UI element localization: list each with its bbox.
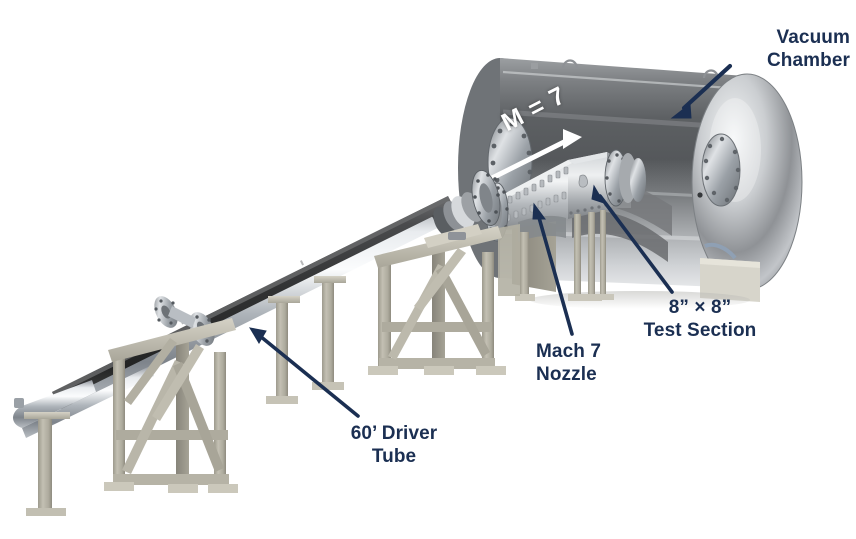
driver-tube-breech — [432, 170, 501, 237]
test-section — [568, 149, 646, 301]
callout-mach-7-nozzle: Mach 7 Nozzle — [536, 341, 602, 386]
chamber-fitting-top — [531, 63, 538, 69]
nozzle-legs — [498, 224, 535, 301]
stand-post-center-1 — [266, 296, 300, 404]
chamber-near-end-cap — [692, 74, 802, 290]
callout-arrows — [248, 63, 733, 418]
arrow-vacuum-chamber — [670, 63, 733, 119]
callout-vacuum-chamber: Vacuum Chamber — [766, 27, 850, 72]
stand-tower-left — [104, 318, 238, 493]
flow-direction-arrow — [489, 129, 582, 181]
test-section-foot-plates — [568, 294, 614, 301]
arrow-driver-tube — [248, 327, 360, 418]
stand-tower-right — [368, 224, 506, 375]
stand-far-left — [24, 412, 70, 516]
arrow-test-section — [591, 184, 674, 294]
test-section-legs — [574, 210, 606, 296]
chamber-top-highlight — [502, 70, 745, 91]
support-stands — [24, 224, 506, 516]
breech-main-flange — [471, 170, 501, 226]
stand-post-center-2 — [312, 276, 346, 390]
arrow-mach-7-nozzle — [532, 202, 574, 336]
chamber-small-port — [697, 192, 703, 198]
driver-tube-assembly — [13, 170, 501, 438]
chamber-side-manway — [701, 133, 741, 207]
callout-test-section: 8” × 8” Test Section — [643, 297, 757, 342]
chamber-support-rear — [700, 242, 760, 302]
mach-7-nozzle — [485, 160, 572, 301]
test-section-flange — [604, 149, 646, 207]
callout-driver-tube: 60’ Driver Tube — [350, 423, 438, 468]
nozzle-bolt-row-upper — [507, 166, 569, 204]
